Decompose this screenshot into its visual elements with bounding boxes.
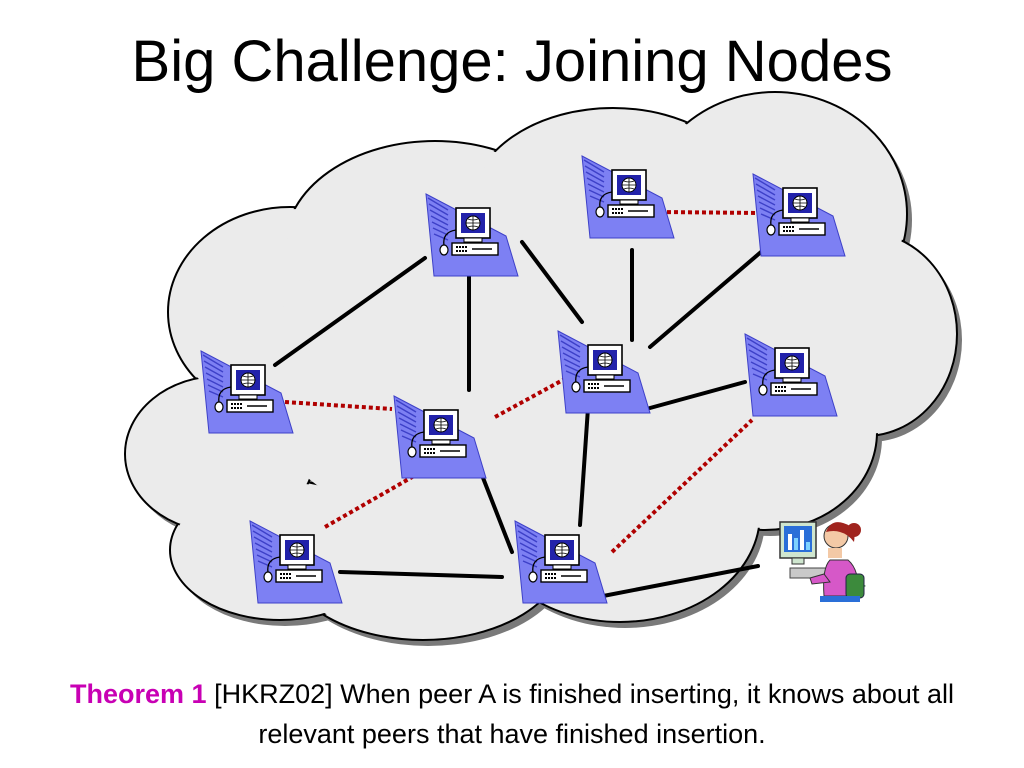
link-solid: [648, 238, 777, 349]
slide-title: Big Challenge: Joining Nodes: [131, 29, 893, 94]
link-solid: [596, 564, 760, 599]
link-solid: [476, 463, 514, 554]
solid-links: [273, 238, 777, 599]
theorem-caption: Theorem 1 [HKRZ02] When peer A is finish…: [40, 674, 984, 754]
person-at-computer-icon: [779, 521, 866, 602]
link-dotted: [284, 400, 393, 411]
link-solid: [578, 406, 590, 527]
link-solid: [273, 256, 427, 367]
theorem-text: [HKRZ02] When peer A is finished inserti…: [206, 679, 954, 749]
theorem-label: Theorem 1: [70, 679, 207, 709]
link-solid: [520, 240, 584, 324]
link-dotted: [659, 210, 761, 215]
link-solid: [338, 570, 504, 579]
link-solid: [648, 380, 747, 410]
link-dotted: [494, 373, 573, 419]
